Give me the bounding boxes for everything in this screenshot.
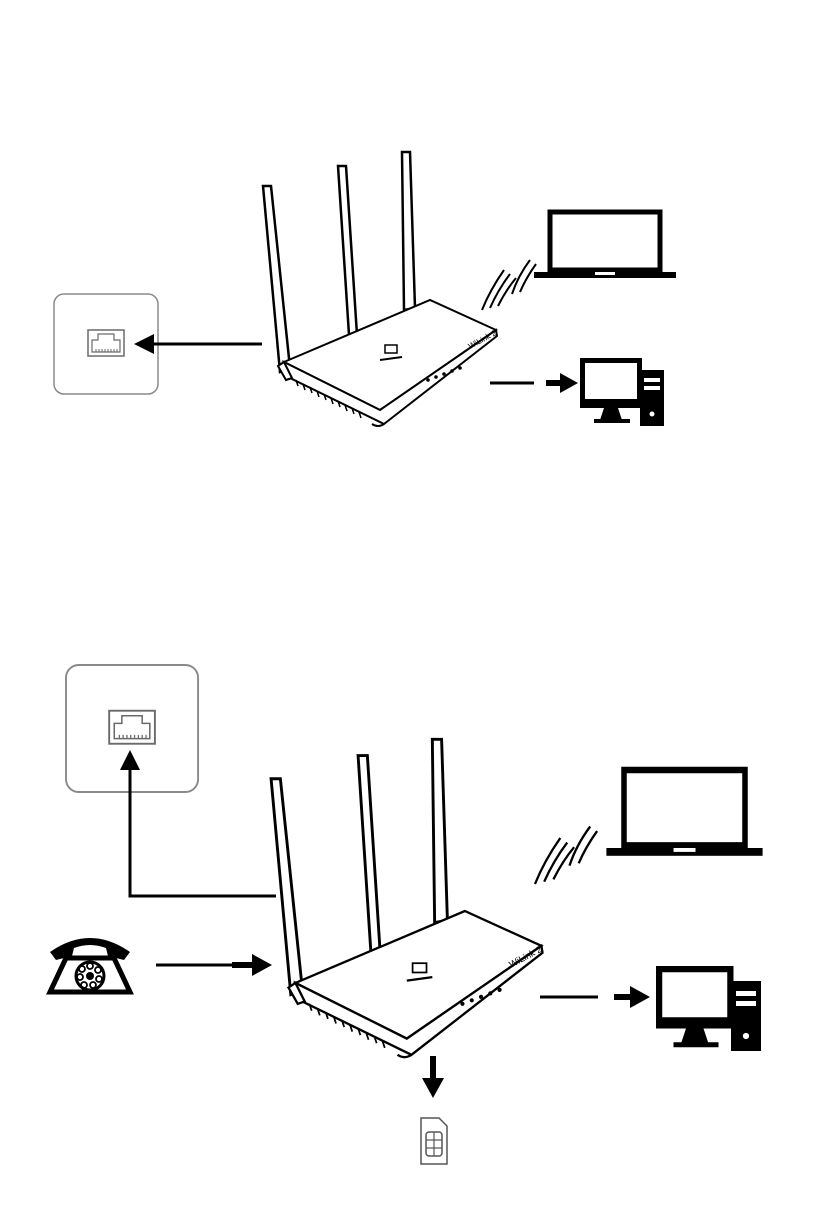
arrow-from-phone xyxy=(156,954,272,976)
desktop-computer-icon xyxy=(656,966,761,1051)
laptop-icon xyxy=(606,770,762,856)
wifi-signal-icon xyxy=(535,827,597,885)
arrow-to-sim xyxy=(422,1056,444,1098)
sim-card-icon xyxy=(421,1118,447,1164)
laptop-icon xyxy=(534,212,676,278)
diagram-2: WiLink 2 xyxy=(50,665,763,1164)
desktop-computer-icon xyxy=(580,358,664,426)
router-icon: WiLink 2 xyxy=(271,739,543,1057)
arrow-to-desktop xyxy=(540,986,650,1008)
arrow-to-desktop xyxy=(490,373,578,393)
wifi-signal-icon xyxy=(482,260,536,310)
diagram-1: WiLink 2 xyxy=(54,152,676,426)
rotary-telephone-icon xyxy=(50,938,130,992)
arrow-to-socket xyxy=(134,334,262,354)
wall-socket-icon xyxy=(66,665,198,792)
router-icon: WiLink 2 xyxy=(263,152,499,426)
